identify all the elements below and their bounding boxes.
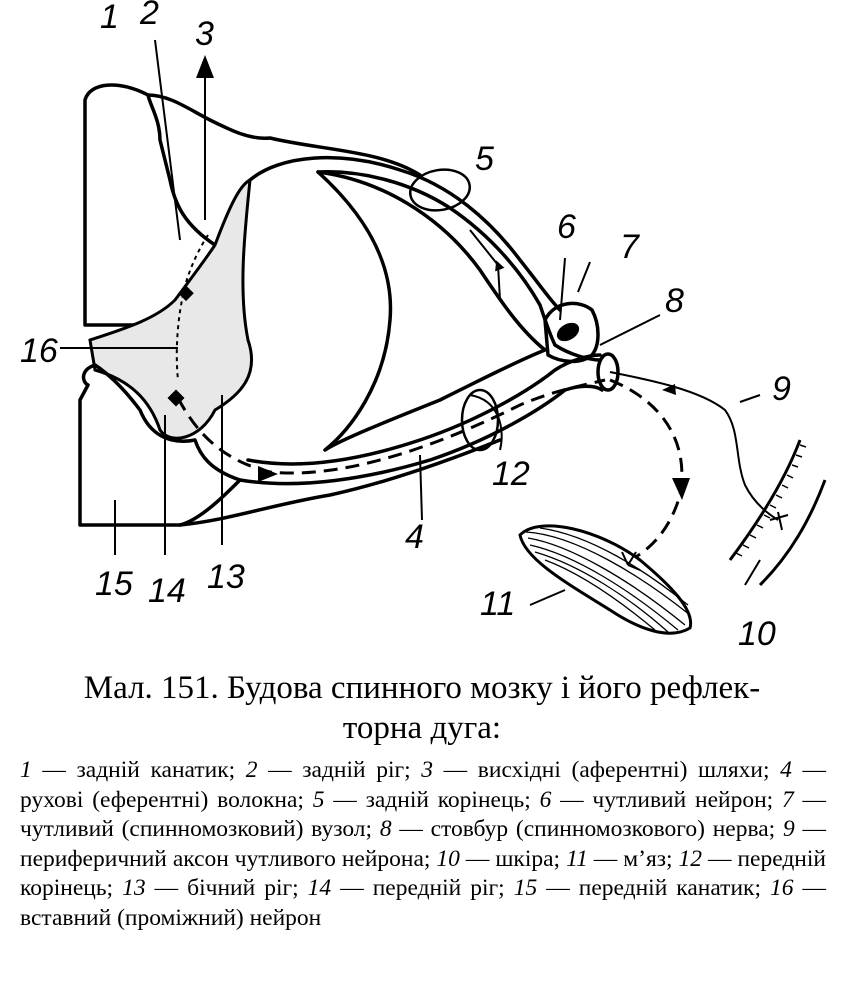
skin-outer [758, 479, 827, 587]
label-7: 7 [620, 228, 640, 266]
caption-line-1: Мал. 151. Будова спинного мозку і його р… [83, 670, 761, 706]
legend-number: 16 [770, 875, 794, 901]
spinal-ganglion [543, 301, 600, 364]
label-15: 15 [95, 565, 133, 603]
legend-item: 2 — задній ріг; [246, 757, 422, 783]
gray-matter [88, 177, 254, 440]
arrow-ascending [196, 55, 214, 78]
label-12: 12 [492, 455, 530, 493]
arrow-efferent [258, 466, 278, 482]
label-2: 2 [139, 0, 159, 32]
legend-text: — чутливий нейрон; [551, 786, 782, 813]
legend-text: — чутливий (спинномозковий) вузол; [20, 786, 827, 843]
label-14: 14 [148, 572, 186, 610]
label-5: 5 [475, 140, 494, 178]
legend-item: 16 — вставний (проміжний) нейрон [20, 875, 826, 931]
cord-outline [146, 93, 422, 177]
legend-text: — шкіра; [459, 845, 567, 872]
label-10: 10 [738, 615, 776, 653]
spinal-cord-diagram: 1 2 3 4 5 6 7 8 9 10 11 12 13 14 15 16 [20, 0, 827, 653]
legend-item: 11 — м’яз; [566, 846, 678, 872]
peripheral-axon [609, 371, 779, 521]
skin [728, 439, 802, 561]
legend-text: — м’яз; [587, 845, 679, 872]
legend-item: 13 — бічний ріг; [122, 875, 308, 901]
legend-text: — передній ріг; [331, 875, 514, 901]
dorsal-root [248, 155, 562, 312]
efferent-path [176, 378, 606, 475]
label-1: 1 [100, 0, 119, 36]
interneuron-body-lower [167, 389, 185, 407]
legend-text: — передній корінець; [20, 845, 826, 902]
ventral-funiculus [78, 363, 242, 527]
legend-number: 7 [781, 786, 794, 813]
legend-number: 8 [379, 816, 392, 842]
interneuron-body-upper [178, 285, 194, 302]
nerve-trunk [553, 343, 602, 362]
dorsal-root-axon [469, 229, 505, 301]
legend-text: — задній корінець; [324, 786, 540, 813]
caption-line-2: торна дуга: [342, 710, 502, 746]
legend-text: — задній канатик; [31, 757, 246, 783]
label-3: 3 [195, 15, 214, 53]
legend-item: 10 — шкіра; [436, 846, 566, 872]
legend-number: 14 [307, 875, 332, 901]
sensory-neuron [556, 322, 580, 342]
legend-number: 4 [780, 757, 792, 783]
legend-item: 15 — передній канатик; [514, 875, 770, 901]
legend-text: — задній ріг; [257, 757, 422, 783]
legend-text: — передній канатик; [537, 875, 770, 901]
legend-text: — рухові (еферентні) волокна; [20, 757, 826, 813]
legend-number: 13 [122, 875, 146, 901]
label-9: 9 [772, 370, 791, 408]
label-6: 6 [557, 208, 576, 246]
legend-number: 2 [245, 757, 258, 783]
label-13: 13 [207, 558, 245, 596]
arrow-afferent [662, 384, 676, 395]
legend-item: 1 — задній канатик; [20, 757, 246, 783]
legend-text: — висхідні (аферентні) шляхи; [433, 757, 781, 783]
arrow-to-muscle [672, 478, 690, 500]
legend-number: 9 [782, 816, 795, 842]
legend-item: 6 — чутливий нейрон; [540, 787, 782, 813]
legend-number: 1 [20, 757, 32, 783]
cord-outline-lower [178, 438, 502, 527]
label-11: 11 [480, 585, 515, 623]
efferent-to-muscle [609, 378, 684, 562]
legend-item: 5 — задній корінець; [313, 787, 540, 813]
skin-hatching [735, 444, 807, 557]
label-8: 8 [665, 282, 684, 320]
muscle-fibers [525, 527, 691, 633]
legend-number: 6 [539, 786, 552, 813]
legend-item: 4 — рухові (еферентні) волокна; [20, 757, 826, 813]
figure-caption: Мал. 151. Будова спинного мозку і його р… [0, 668, 844, 748]
legend-item: 12 — передній корінець; [20, 846, 826, 902]
ventral-root-ring [460, 388, 500, 452]
legend-number: 5 [312, 786, 325, 813]
legend-text: — вставний (проміжний) нейрон [20, 875, 827, 931]
legend-text: — периферичний аксон чутливого нейрона; [20, 816, 827, 872]
legend-text: — бічний ріг; [145, 875, 308, 901]
legend-item: 8 — стовбур (спинномозкового) нерва; [380, 816, 783, 842]
legend-number: 10 [436, 845, 460, 872]
legend-item: 14 — передній ріг; [308, 875, 514, 901]
legend-number: 12 [678, 845, 703, 872]
legend-item: 3 — висхідні (аферентні) шляхи; [421, 757, 780, 783]
ventral-root [246, 353, 602, 466]
white-crescent [316, 170, 547, 452]
legend-number: 11 [566, 845, 588, 872]
legend-item: 7 — чутливий (спинномозковий) вузол; [20, 787, 826, 843]
legend-text: — стовбур (спинномозкового) нерва; [391, 816, 783, 842]
label-4: 4 [405, 518, 424, 556]
legend-number: 15 [513, 875, 538, 901]
legend-number: 3 [421, 757, 434, 783]
motor-ending [621, 551, 641, 571]
receptor-ending [769, 511, 789, 531]
legend-item: 9 — периферичний аксон чутливого нейрона… [20, 816, 826, 872]
dorsal-root-ring [409, 168, 471, 212]
figure-legend: 1 — задній канатик; 2 — задній ріг; 3 — … [20, 756, 826, 933]
label-16: 16 [20, 332, 58, 370]
